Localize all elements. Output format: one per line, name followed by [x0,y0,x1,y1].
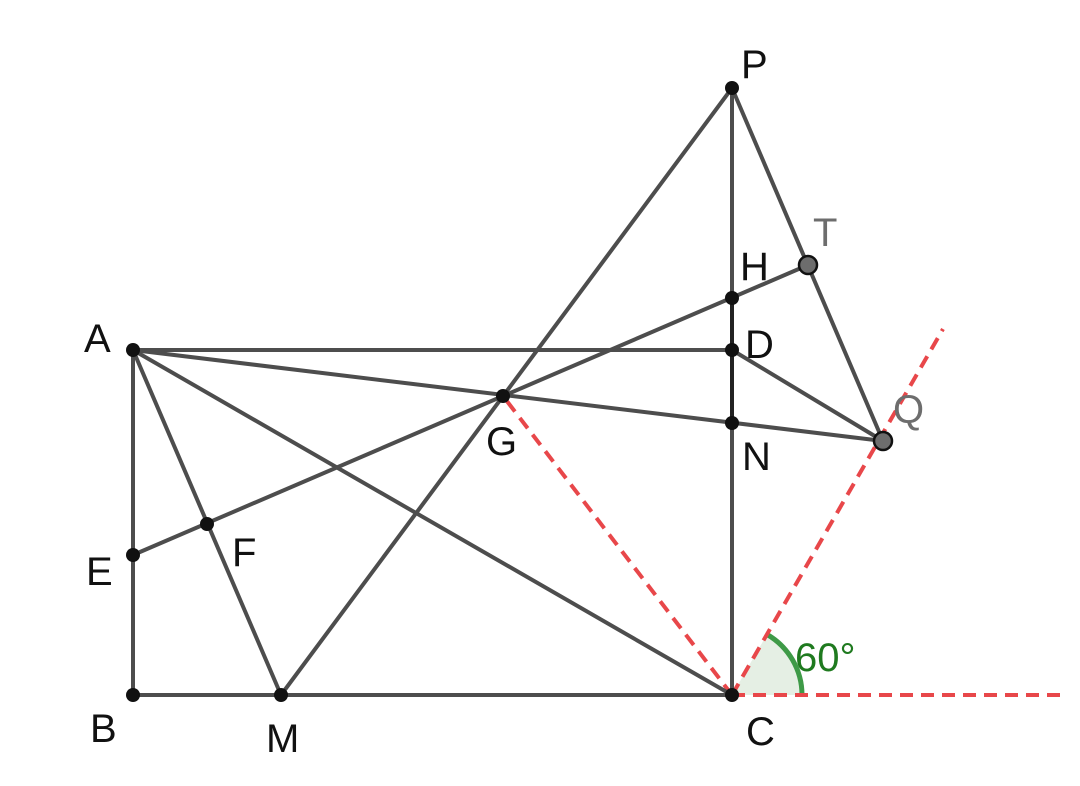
point-p[interactable] [725,81,739,95]
label-q: Q [893,388,924,432]
label-h: H [740,245,769,289]
label-p: P [741,43,768,87]
point-t[interactable] [797,254,819,276]
points [126,81,894,702]
point-f[interactable] [200,517,214,531]
point-q[interactable] [872,430,894,452]
point-a[interactable] [126,343,140,357]
point-c[interactable] [725,688,739,702]
segment-ac [131,348,734,697]
label-f: F [232,531,256,575]
point-b[interactable] [126,688,140,702]
dashed-line-cg [501,394,734,697]
label-a: A [84,317,111,361]
label-c: C [746,710,775,754]
point-m[interactable] [274,688,288,702]
label-b: B [90,707,117,751]
point-e[interactable] [126,548,140,562]
angle-label: 60° [795,636,856,680]
point-g[interactable] [496,389,510,403]
label-g: G [486,420,517,464]
point-d[interactable] [725,343,739,357]
label-t: T [813,211,837,255]
labels: A B C D E F G H M N P Q T 60° [84,43,924,761]
angle-marker-c [732,632,805,696]
angle-arc [765,632,805,696]
construction-lines [501,328,1062,697]
angle-sector [732,634,802,695]
label-e: E [86,550,113,594]
label-m: M [266,717,299,761]
segment-dq [730,348,885,443]
segment-et [131,263,810,557]
dashed-line-cq [730,328,945,696]
label-d: D [745,323,774,367]
label-n: N [742,435,771,479]
point-n[interactable] [725,416,739,430]
point-h[interactable] [725,291,739,305]
